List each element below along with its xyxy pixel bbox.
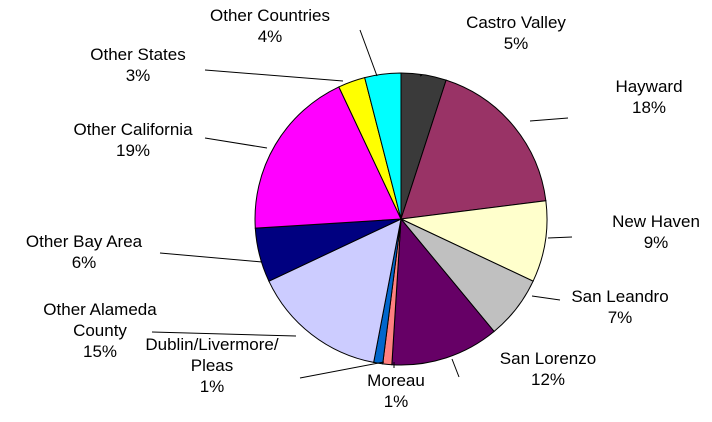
- pie-slice-other-alameda-county: [268, 218, 402, 363]
- leader-line-san-lorenzo: [451, 358, 460, 378]
- leader-line-other-alameda-county: [151, 331, 297, 337]
- leader-line-other-california: [204, 137, 268, 149]
- pie-slice-other-countries: [364, 72, 402, 220]
- leader-line-other-bay-area: [159, 252, 263, 263]
- leader-line-hayward: [529, 117, 569, 122]
- leader-line-new-haven: [547, 236, 573, 239]
- leader-line-castro-valley: [419, 74, 423, 77]
- leader-lines: [151, 29, 573, 379]
- leader-line-other-countries: [359, 29, 378, 77]
- pie-slice-san-lorenzo: [391, 217, 495, 366]
- pie-slice-hayward: [400, 79, 547, 220]
- leader-line-san-leandro: [531, 295, 561, 301]
- pie-slices: [254, 72, 548, 366]
- pie-slice-other-california: [254, 86, 402, 229]
- leader-line-dublin-livermore-pleas: [299, 361, 385, 379]
- pie-slice-new-haven: [399, 200, 548, 282]
- leader-line-other-states: [204, 69, 344, 82]
